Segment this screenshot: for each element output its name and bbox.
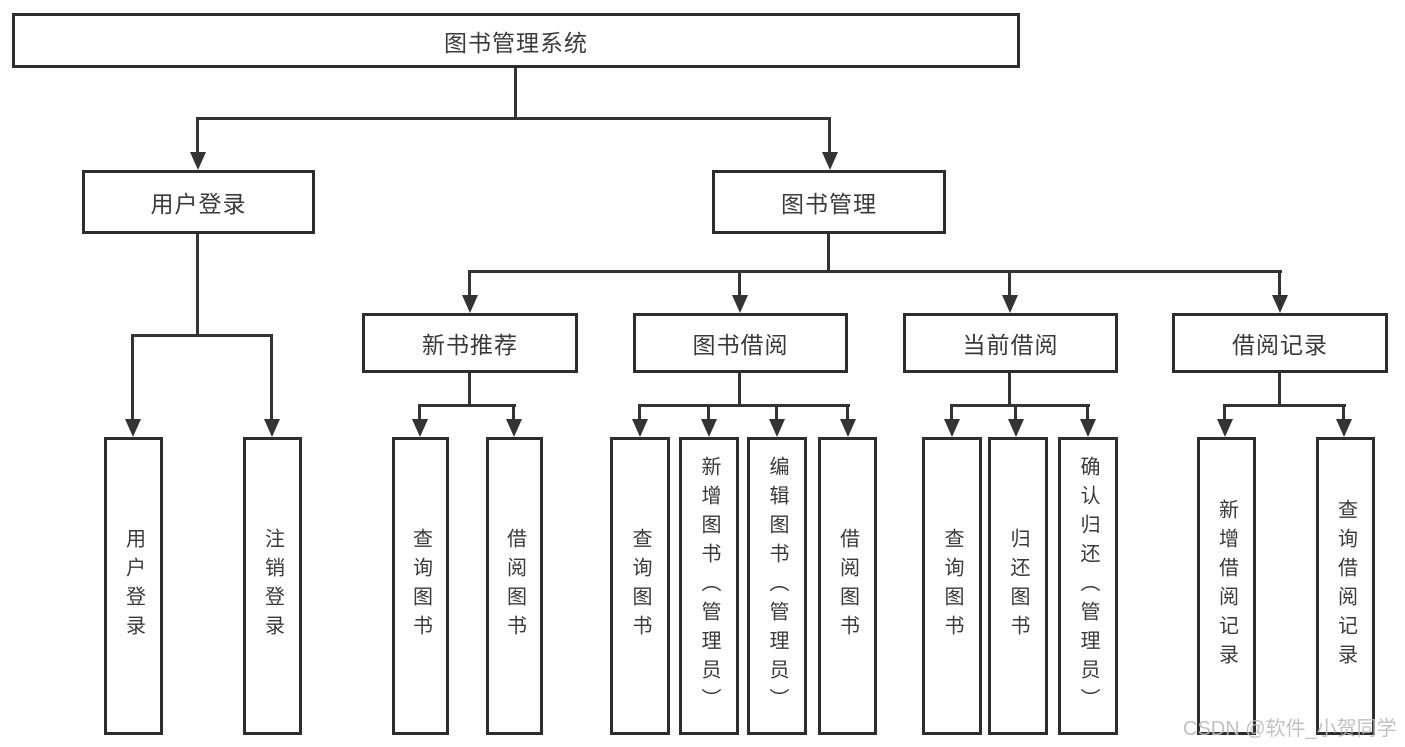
arrowhead-down-icon: [1336, 419, 1352, 437]
connector-line: [196, 117, 199, 153]
arrowhead-down-icon: [1002, 295, 1018, 313]
leaf-user-login: 用户登录: [104, 437, 163, 735]
leaf-add-borrow-record-label: 新增借阅记录: [1215, 499, 1238, 673]
connector-line: [1086, 404, 1089, 421]
arrowhead-down-icon: [822, 152, 838, 170]
connector-line: [468, 370, 471, 407]
leaf-borrow-book: 借阅图书: [818, 437, 877, 735]
leaf-confirm-return-admin: 确认归还（管理员）: [1058, 437, 1118, 735]
arrowhead-down-icon: [1217, 419, 1233, 437]
arrowhead-down-icon: [1008, 419, 1024, 437]
connector-line: [1008, 270, 1011, 297]
arrowhead-down-icon: [412, 419, 428, 437]
node-book-management-label: 图书管理: [781, 191, 877, 217]
node-user-login-label: 用户登录: [150, 191, 247, 217]
connector-line: [418, 404, 421, 421]
connector-line: [468, 270, 471, 297]
leaf-query-borrow-record-label: 查询借阅记录: [1334, 499, 1357, 673]
connector-line: [1223, 404, 1226, 421]
leaf-edit-book-admin-label: 编辑图书（管理员）: [766, 455, 788, 717]
connector-line: [270, 334, 273, 421]
node-current-borrow-label: 当前借阅: [962, 332, 1059, 358]
node-root-label: 图书管理系统: [444, 29, 588, 56]
connector-line: [1278, 370, 1281, 407]
connector-line: [738, 370, 741, 407]
leaf-add-book-admin: 新增图书（管理员）: [679, 437, 739, 735]
arrowhead-down-icon: [1080, 419, 1096, 437]
connector-line: [131, 334, 134, 421]
connector-line: [468, 270, 1282, 273]
node-current-borrow: 当前借阅: [903, 313, 1118, 373]
leaf-query-book-borrow-label: 查询图书: [629, 528, 651, 644]
connector-line: [196, 230, 199, 337]
connector-line: [828, 117, 831, 153]
connector-line: [1223, 404, 1346, 407]
connector-line: [1278, 270, 1281, 297]
connector-line: [827, 230, 830, 273]
arrowhead-down-icon: [506, 419, 522, 437]
arrowhead-down-icon: [840, 419, 856, 437]
leaf-return-book-label: 归还图书: [1007, 528, 1029, 644]
arrowhead-down-icon: [462, 295, 478, 313]
connector-line: [1008, 370, 1011, 407]
connector-line: [418, 404, 516, 407]
connector-line: [846, 404, 849, 421]
leaf-query-book-current: 查询图书: [922, 437, 982, 735]
leaf-query-book-current-label: 查询图书: [941, 528, 963, 644]
node-book-borrow: 图书借阅: [633, 313, 848, 373]
connector-line: [1342, 404, 1345, 421]
connector-line: [131, 334, 273, 337]
connector-line: [1014, 404, 1017, 421]
node-borrow-record: 借阅记录: [1172, 313, 1388, 373]
leaf-borrow-book-label: 借阅图书: [836, 528, 859, 644]
arrowhead-down-icon: [264, 419, 280, 437]
leaf-borrow-book-recommend-label: 借阅图书: [503, 528, 526, 644]
connector-line: [197, 117, 831, 120]
connector-line: [775, 404, 778, 421]
leaf-query-book-recommend-label: 查询图书: [409, 528, 432, 644]
node-new-book-recommend-label: 新书推荐: [422, 332, 518, 358]
leaf-return-book: 归还图书: [988, 437, 1048, 735]
leaf-query-book-borrow: 查询图书: [610, 437, 670, 735]
arrowhead-down-icon: [944, 419, 960, 437]
arrowhead-down-icon: [190, 152, 206, 170]
arrowhead-down-icon: [701, 419, 717, 437]
node-book-management: 图书管理: [712, 170, 946, 234]
arrowhead-down-icon: [632, 419, 648, 437]
connector-line: [707, 404, 710, 421]
node-borrow-record-label: 借阅记录: [1232, 332, 1328, 358]
leaf-logout: 注销登录: [243, 437, 302, 735]
leaf-query-book-recommend: 查询图书: [392, 437, 449, 735]
connector-line: [950, 404, 1090, 407]
node-user-login: 用户登录: [82, 170, 315, 234]
connector-line: [512, 404, 515, 421]
connector-line: [638, 404, 850, 407]
leaf-user-login-label: 用户登录: [122, 528, 145, 644]
leaf-logout-label: 注销登录: [261, 528, 284, 644]
leaf-confirm-return-admin-label: 确认归还（管理员）: [1077, 455, 1099, 717]
leaf-edit-book-admin: 编辑图书（管理员）: [747, 437, 807, 735]
leaf-query-borrow-record: 查询借阅记录: [1316, 437, 1375, 735]
arrowhead-down-icon: [732, 295, 748, 313]
node-root: 图书管理系统: [12, 13, 1020, 68]
leaf-add-borrow-record: 新增借阅记录: [1197, 437, 1256, 735]
connector-line: [950, 404, 953, 421]
node-book-borrow-label: 图书借阅: [692, 332, 789, 358]
arrowhead-down-icon: [769, 419, 785, 437]
connector-line: [638, 404, 641, 421]
leaf-borrow-book-recommend: 借阅图书: [486, 437, 543, 735]
arrowhead-down-icon: [125, 419, 141, 437]
node-new-book-recommend: 新书推荐: [362, 313, 578, 373]
leaf-add-book-admin-label: 新增图书（管理员）: [698, 455, 720, 717]
connector-line: [514, 60, 517, 119]
connector-line: [738, 270, 741, 297]
arrowhead-down-icon: [1272, 295, 1288, 313]
csdn-watermark: CSDN @软件_小贺同学: [1183, 718, 1397, 740]
